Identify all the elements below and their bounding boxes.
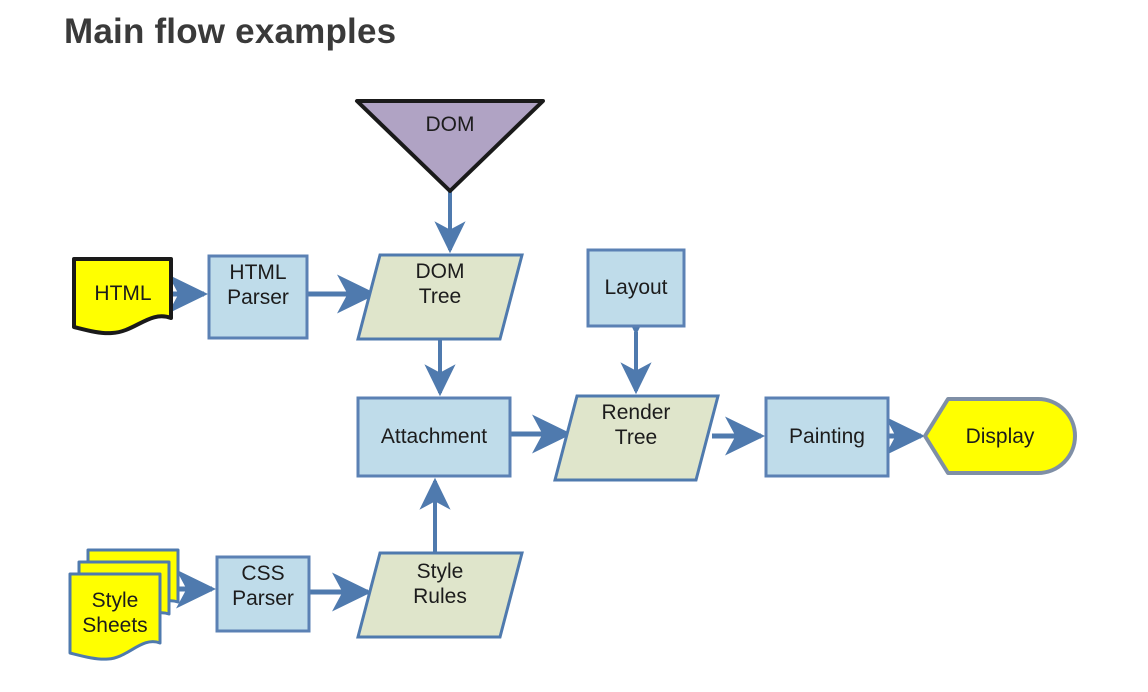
dom-tree-parallelogram-shape xyxy=(356,253,524,341)
render-tree-parallelogram-shape xyxy=(553,394,720,482)
style-rules-parallelogram-shape xyxy=(356,551,524,639)
html-parser-rect-shape xyxy=(207,254,309,340)
layout-rect-shape xyxy=(586,248,686,328)
edge-layer xyxy=(168,190,926,612)
node-html[interactable] xyxy=(72,257,173,336)
html-document-shape xyxy=(72,257,173,336)
node-display[interactable] xyxy=(923,397,1077,475)
css-parser-rect-shape xyxy=(215,555,311,633)
node-style-sheets[interactable] xyxy=(68,548,180,661)
painting-rect-shape xyxy=(764,396,890,478)
node-attachment[interactable] xyxy=(356,396,512,478)
style-sheets-front-document-shape xyxy=(68,572,162,661)
attachment-rect-shape xyxy=(356,396,512,478)
page-title: Main flow examples xyxy=(64,12,397,51)
display-terminator-shape xyxy=(923,397,1077,475)
node-dom-tree[interactable] xyxy=(356,253,524,341)
dom-triangle-shape xyxy=(355,99,545,193)
node-style-rules[interactable] xyxy=(356,551,524,639)
node-dom[interactable] xyxy=(355,99,545,193)
node-css-parser[interactable] xyxy=(215,555,311,633)
node-render-tree[interactable] xyxy=(553,394,720,482)
node-painting[interactable] xyxy=(764,396,890,478)
node-layout[interactable] xyxy=(586,248,686,328)
node-html-parser[interactable] xyxy=(207,254,309,340)
